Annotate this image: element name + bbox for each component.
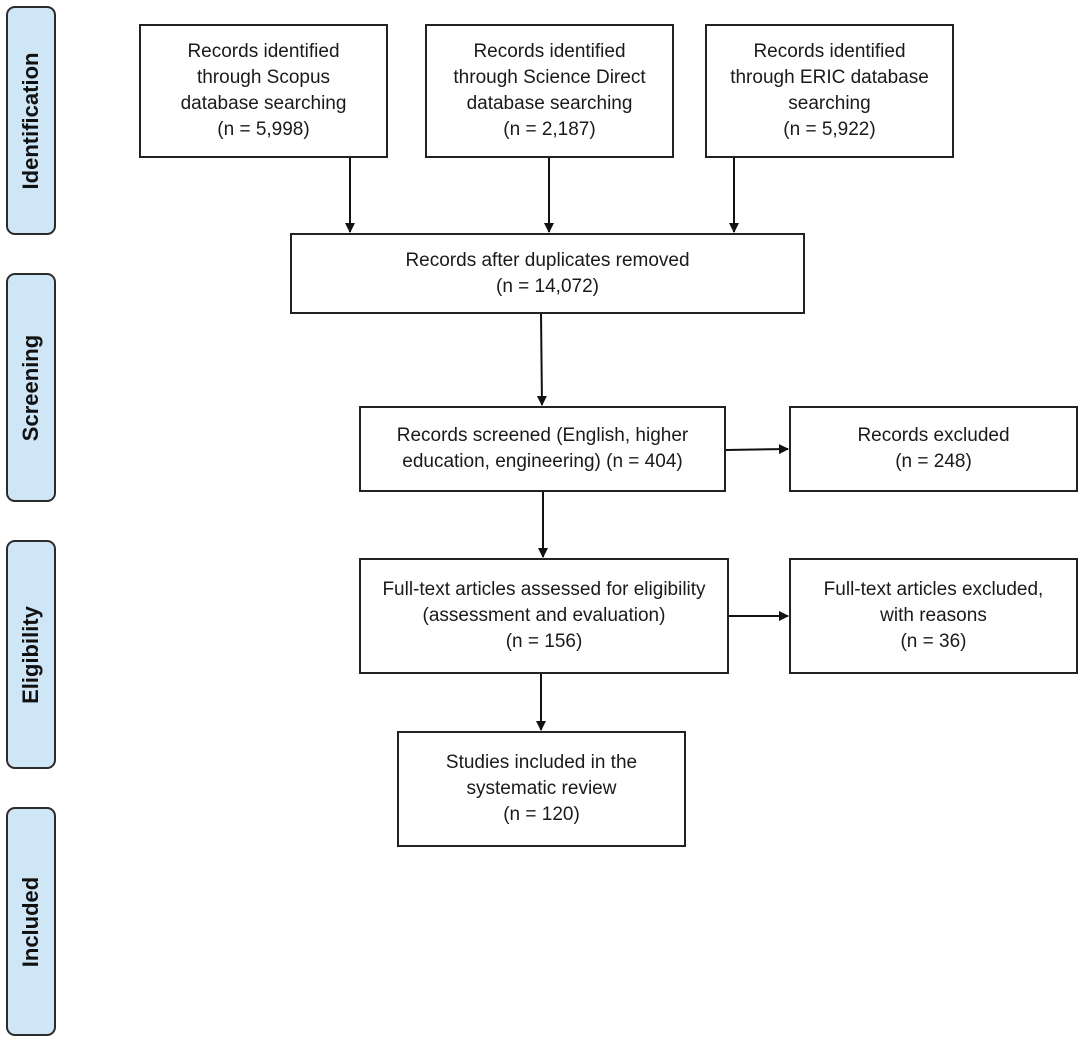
stage-screening: Screening xyxy=(6,273,56,502)
arrow-duplicates-to-screened xyxy=(536,313,547,406)
box-scopus-line-4: (n = 5,998) xyxy=(217,119,310,140)
box-records-screened: Records screened (English, higher educat… xyxy=(359,406,726,492)
box-science-direct-line-2: through Science Direct xyxy=(453,67,646,88)
box-ft-excluded-line-2: with reasons xyxy=(880,605,987,626)
box-science-direct-line-4: (n = 2,187) xyxy=(503,119,596,140)
box-eric-records: Records identified through ERIC database… xyxy=(705,24,954,158)
box-scopus-records: Records identified through Scopus databa… xyxy=(139,24,388,158)
box-duplicates-line-2: (n = 14,072) xyxy=(496,275,599,297)
box-assessed-line-1: Full-text articles assessed for eligibil… xyxy=(382,579,706,600)
box-scopus-line-1: Records identified xyxy=(187,41,340,62)
box-scopus-line-3: database searching xyxy=(180,93,347,114)
stage-eligibility-label: Eligibility xyxy=(18,605,43,704)
box-science-direct-line-1: Records identified xyxy=(473,41,626,62)
box-records-excluded: Records excluded (n = 248) xyxy=(789,406,1078,492)
box-included-line-3: (n = 120) xyxy=(503,804,580,825)
box-excluded-line-2: (n = 248) xyxy=(895,451,972,472)
box-science-direct-records: Records identified through Science Direc… xyxy=(425,24,674,158)
stage-included: Included xyxy=(6,807,56,1036)
box-screened-line-2: education, engineering) (n = 404) xyxy=(402,451,683,472)
stage-identification-label: Identification xyxy=(18,52,43,189)
box-scopus-line-2: through Scopus xyxy=(196,67,331,88)
box-included-line-1: Studies included in the xyxy=(445,752,638,773)
box-full-text-excluded: Full-text articles excluded, with reason… xyxy=(789,558,1078,674)
box-studies-included: Studies included in the systematic revie… xyxy=(397,731,686,847)
box-full-text-assessed: Full-text articles assessed for eligibil… xyxy=(359,558,729,674)
box-duplicates-removed: Records after duplicates removed (n = 14… xyxy=(290,233,805,314)
box-science-direct-line-3: database searching xyxy=(466,93,633,114)
arrow-screened-to-excluded xyxy=(725,444,789,455)
box-included-line-2: systematic review xyxy=(466,778,617,799)
box-eric-line-3: searching xyxy=(788,93,871,114)
stage-screening-label: Screening xyxy=(18,334,43,441)
box-excluded-line-1: Records excluded xyxy=(857,425,1010,446)
box-assessed-line-2: (assessment and evaluation) xyxy=(422,605,666,626)
box-ft-excluded-line-3: (n = 36) xyxy=(900,631,967,652)
box-duplicates-line-1: Records after duplicates removed xyxy=(405,249,690,271)
box-eric-line-1: Records identified xyxy=(753,41,906,62)
stage-eligibility: Eligibility xyxy=(6,540,56,769)
box-screened-line-1: Records screened (English, higher xyxy=(396,425,689,446)
stage-included-label: Included xyxy=(18,876,43,967)
box-assessed-line-3: (n = 156) xyxy=(505,631,583,652)
box-eric-line-2: through ERIC database xyxy=(730,67,929,88)
box-ft-excluded-line-1: Full-text articles excluded, xyxy=(823,579,1044,600)
stage-identification: Identification xyxy=(6,6,56,235)
box-eric-line-4: (n = 5,922) xyxy=(783,119,876,140)
